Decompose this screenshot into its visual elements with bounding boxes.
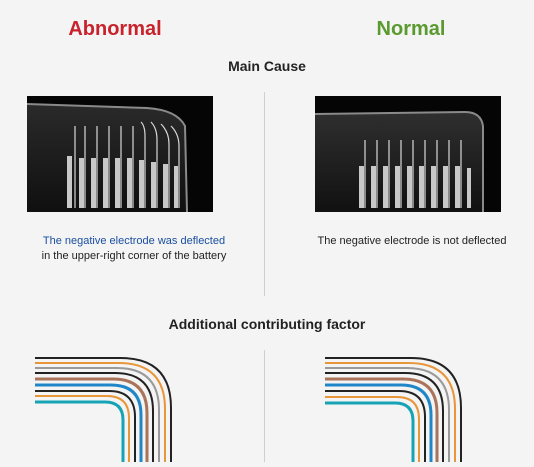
- abnormal-caption-line2: in the upper-right corner of the battery: [41, 250, 227, 262]
- normal-xray-image: [315, 96, 501, 212]
- top-divider: [264, 92, 265, 296]
- abnormal-caption: The negative electrode was deflected in …: [14, 234, 254, 264]
- additional-factor-heading: Additional contributing factor: [168, 316, 366, 332]
- normal-caption: The negative electrode is not deflected: [317, 235, 507, 247]
- abnormal-caption-line1: The negative electrode was deflected: [42, 235, 226, 247]
- normal-heading: Normal: [376, 18, 446, 40]
- main-cause-heading: Main Cause: [228, 58, 306, 74]
- abnormal-xray-image: [27, 96, 213, 212]
- bottom-divider: [264, 350, 265, 462]
- abnormal-layer-diagram: [35, 352, 205, 462]
- abnormal-heading: Abnormal: [68, 18, 162, 40]
- normal-layer-diagram: [325, 352, 495, 462]
